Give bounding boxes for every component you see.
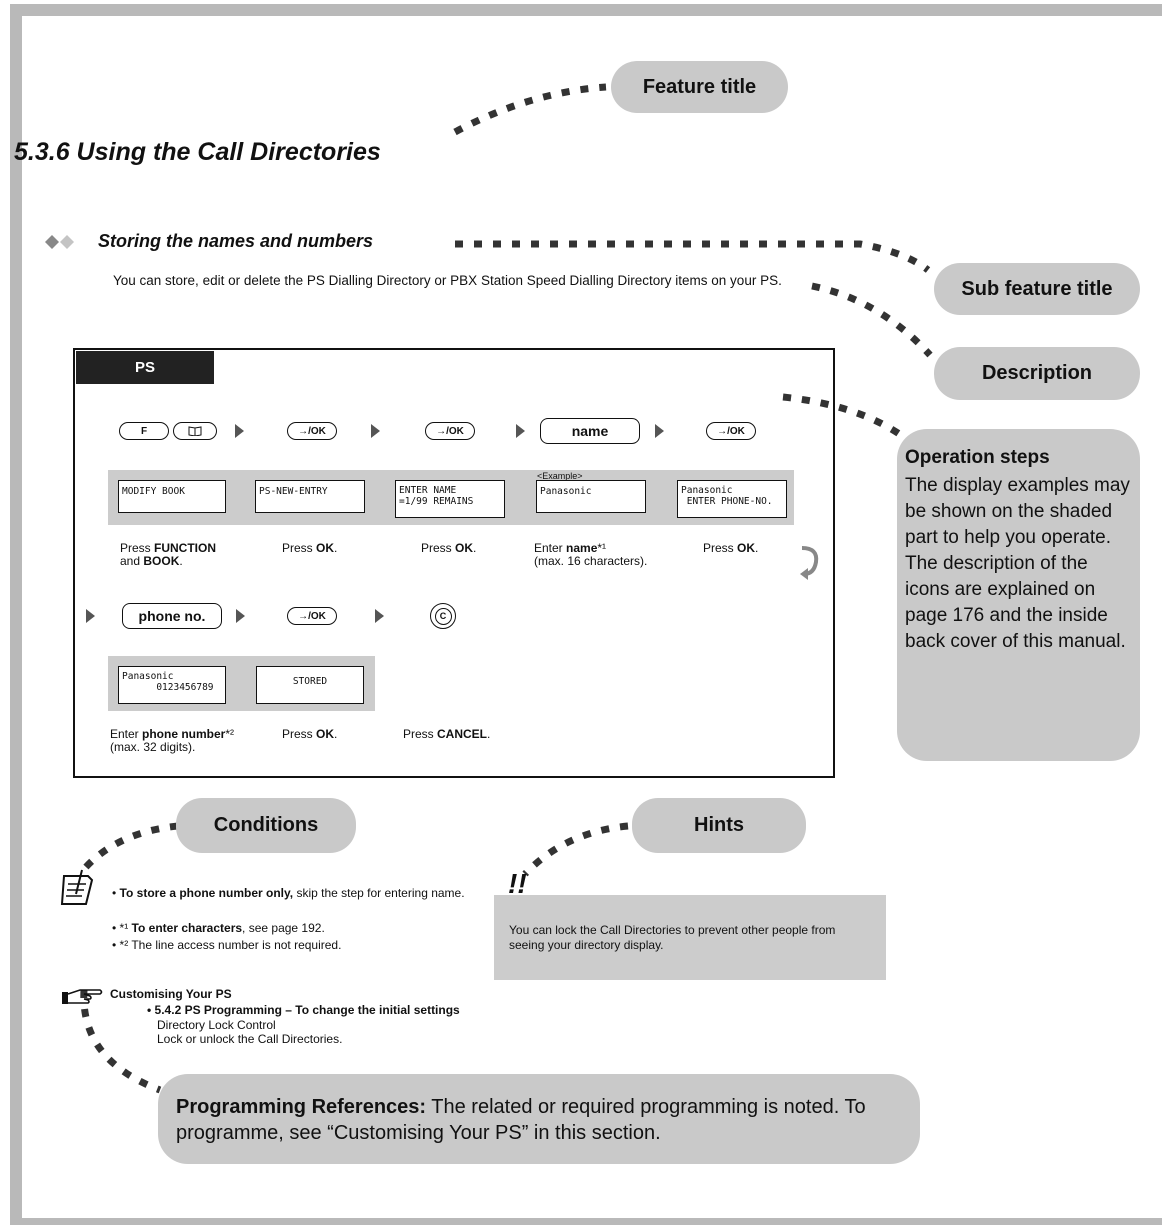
lcd-display: Panasonic: [536, 480, 646, 513]
lcd-display: MODIFY BOOK: [118, 480, 226, 513]
hint-icon: !!: [508, 868, 527, 899]
book-key: [173, 422, 217, 440]
step-caption: Press CANCEL.: [403, 727, 491, 741]
step-caption: Press FUNCTION and BOOK.: [120, 541, 217, 568]
arrow-icon: [516, 424, 525, 438]
notepad-icon: [60, 869, 94, 905]
lcd-display: ENTER NAME =1/99 REMAINS: [395, 480, 505, 518]
sub-feature-title: Storing the names and numbers: [98, 231, 374, 251]
callout-operation-steps: Operation steps The display examples may…: [897, 429, 1140, 761]
feature-title: 5.3.6 Using the Call Directories: [14, 138, 381, 166]
arrow-icon: [236, 609, 245, 623]
pointing-hand-icon: [62, 989, 103, 1004]
cancel-key: C: [430, 603, 456, 629]
ps-tab-label: PS: [76, 351, 214, 384]
diamond-bullet-icon: [45, 235, 74, 249]
callout-programming-references: Programming References: The related or r…: [158, 1074, 920, 1164]
ok-key: →/OK: [287, 422, 337, 440]
ok-key: →/OK: [706, 422, 756, 440]
arrow-icon: [375, 609, 384, 623]
book-icon: [188, 426, 202, 436]
callout-feature-title: Feature title: [611, 61, 788, 113]
operation-steps-heading: Operation steps: [905, 447, 1050, 468]
reference-heading: Customising Your PS: [110, 987, 232, 1001]
step-caption: Enter name*¹ (max. 16 characters).: [534, 541, 648, 568]
callout-conditions: Conditions: [176, 798, 356, 853]
operation-steps-text: The display examples may be shown on the…: [905, 475, 1130, 652]
hint-box: [494, 895, 886, 980]
function-key: F: [119, 422, 169, 440]
reference-sub-item: Lock or unlock the Call Directories.: [157, 1032, 343, 1046]
step-caption: Press OK.: [421, 541, 477, 555]
feature-description: You can store, edit or delete the PS Dia…: [113, 273, 782, 288]
arrow-icon: [86, 609, 95, 623]
operation-box: [73, 348, 835, 778]
callout-hints: Hints: [632, 798, 806, 853]
page-frame-top: [10, 4, 1162, 16]
step-caption: Press OK.: [282, 727, 338, 741]
reference-item: • 5.4.2 PS Programming – To change the i…: [147, 1003, 460, 1017]
phone-number-key: phone no.: [122, 603, 222, 629]
arrow-icon: [371, 424, 380, 438]
lcd-display: PS-NEW-ENTRY: [255, 480, 365, 513]
ok-key: →/OK: [425, 422, 475, 440]
arrow-icon: [655, 424, 664, 438]
lcd-display: Panasonic ENTER PHONE-NO.: [677, 480, 787, 518]
ok-key: →/OK: [287, 607, 337, 625]
lcd-display: STORED: [256, 666, 364, 704]
condition-note: • To store a phone number only, skip the…: [112, 886, 465, 900]
arrow-icon: [235, 424, 244, 438]
name-key: name: [540, 418, 640, 444]
condition-note: • *¹ To enter characters, see page 192.: [112, 921, 325, 935]
callout-sub-feature-title: Sub feature title: [934, 263, 1140, 315]
step-caption: Enter phone number*² (max. 32 digits).: [110, 727, 235, 754]
hint-text: You can lock the Call Directories to pre…: [509, 923, 836, 952]
page-frame-left: [10, 4, 22, 1225]
reference-sub-item: Directory Lock Control: [157, 1018, 276, 1032]
example-label: <Example>: [537, 471, 583, 481]
lcd-display: Panasonic 0123456789: [118, 666, 226, 704]
step-caption: Press OK.: [703, 541, 759, 555]
callout-description: Description: [934, 347, 1140, 400]
step-caption: Press OK.: [282, 541, 338, 555]
continue-arrow-icon: [800, 546, 819, 580]
condition-note: • *² The line access number is not requi…: [112, 938, 342, 952]
page-frame-bottom: [10, 1218, 1162, 1225]
